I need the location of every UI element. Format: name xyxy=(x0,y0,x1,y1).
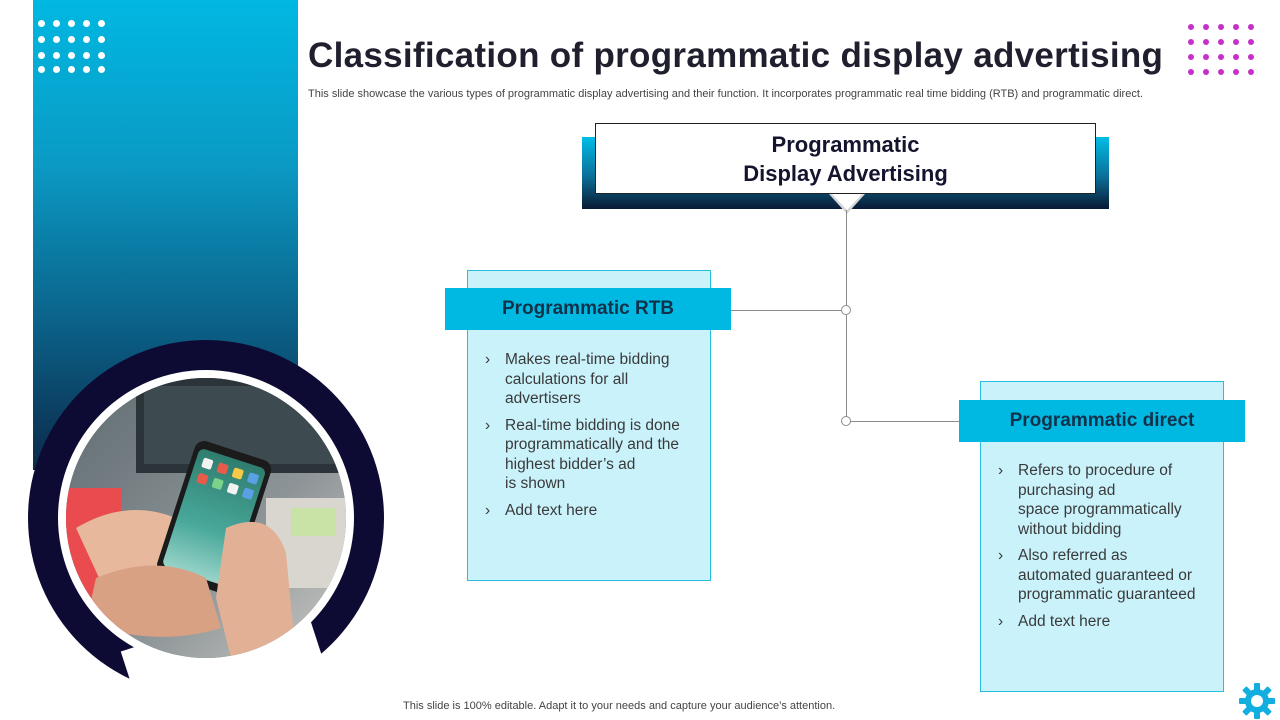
footer-note: This slide is 100% editable. Adapt it to… xyxy=(403,700,836,712)
root-node: Programmatic Display Advertising xyxy=(595,123,1096,194)
connector-to-direct xyxy=(846,421,960,422)
dot-grid-icon xyxy=(1188,24,1258,78)
dot-grid-icon xyxy=(38,20,108,76)
connector-vertical xyxy=(846,210,847,422)
list-item: Makes real-time bidding calculations for… xyxy=(485,350,705,409)
card-title-programmatic-rtb: Programmatic RTB xyxy=(445,288,731,330)
list-item: Refers to procedure of purchasing ad spa… xyxy=(998,461,1220,539)
hands-holding-phone-photo xyxy=(66,378,346,658)
gear-icon[interactable] xyxy=(1238,682,1276,720)
connector-node xyxy=(841,416,851,426)
root-node-label: Programmatic Display Advertising xyxy=(743,131,948,186)
list-item: Real-time bidding is done programmatical… xyxy=(485,416,705,494)
connector-to-rtb xyxy=(731,310,847,311)
card-bullets-rtb: Makes real-time bidding calculations for… xyxy=(485,350,705,527)
page-title: Classification of programmatic display a… xyxy=(308,36,1164,75)
list-item: Add text here xyxy=(485,501,705,521)
page-subtitle: This slide showcase the various types of… xyxy=(308,88,1143,100)
connector-node xyxy=(841,305,851,315)
list-item: Add text here xyxy=(998,612,1220,632)
root-pointer-fill xyxy=(832,194,862,210)
card-title-programmatic-direct: Programmatic direct xyxy=(959,400,1245,442)
card-bullets-direct: Refers to procedure of purchasing ad spa… xyxy=(998,461,1220,638)
list-item: Also referred as automated guaranteed or… xyxy=(998,546,1220,605)
